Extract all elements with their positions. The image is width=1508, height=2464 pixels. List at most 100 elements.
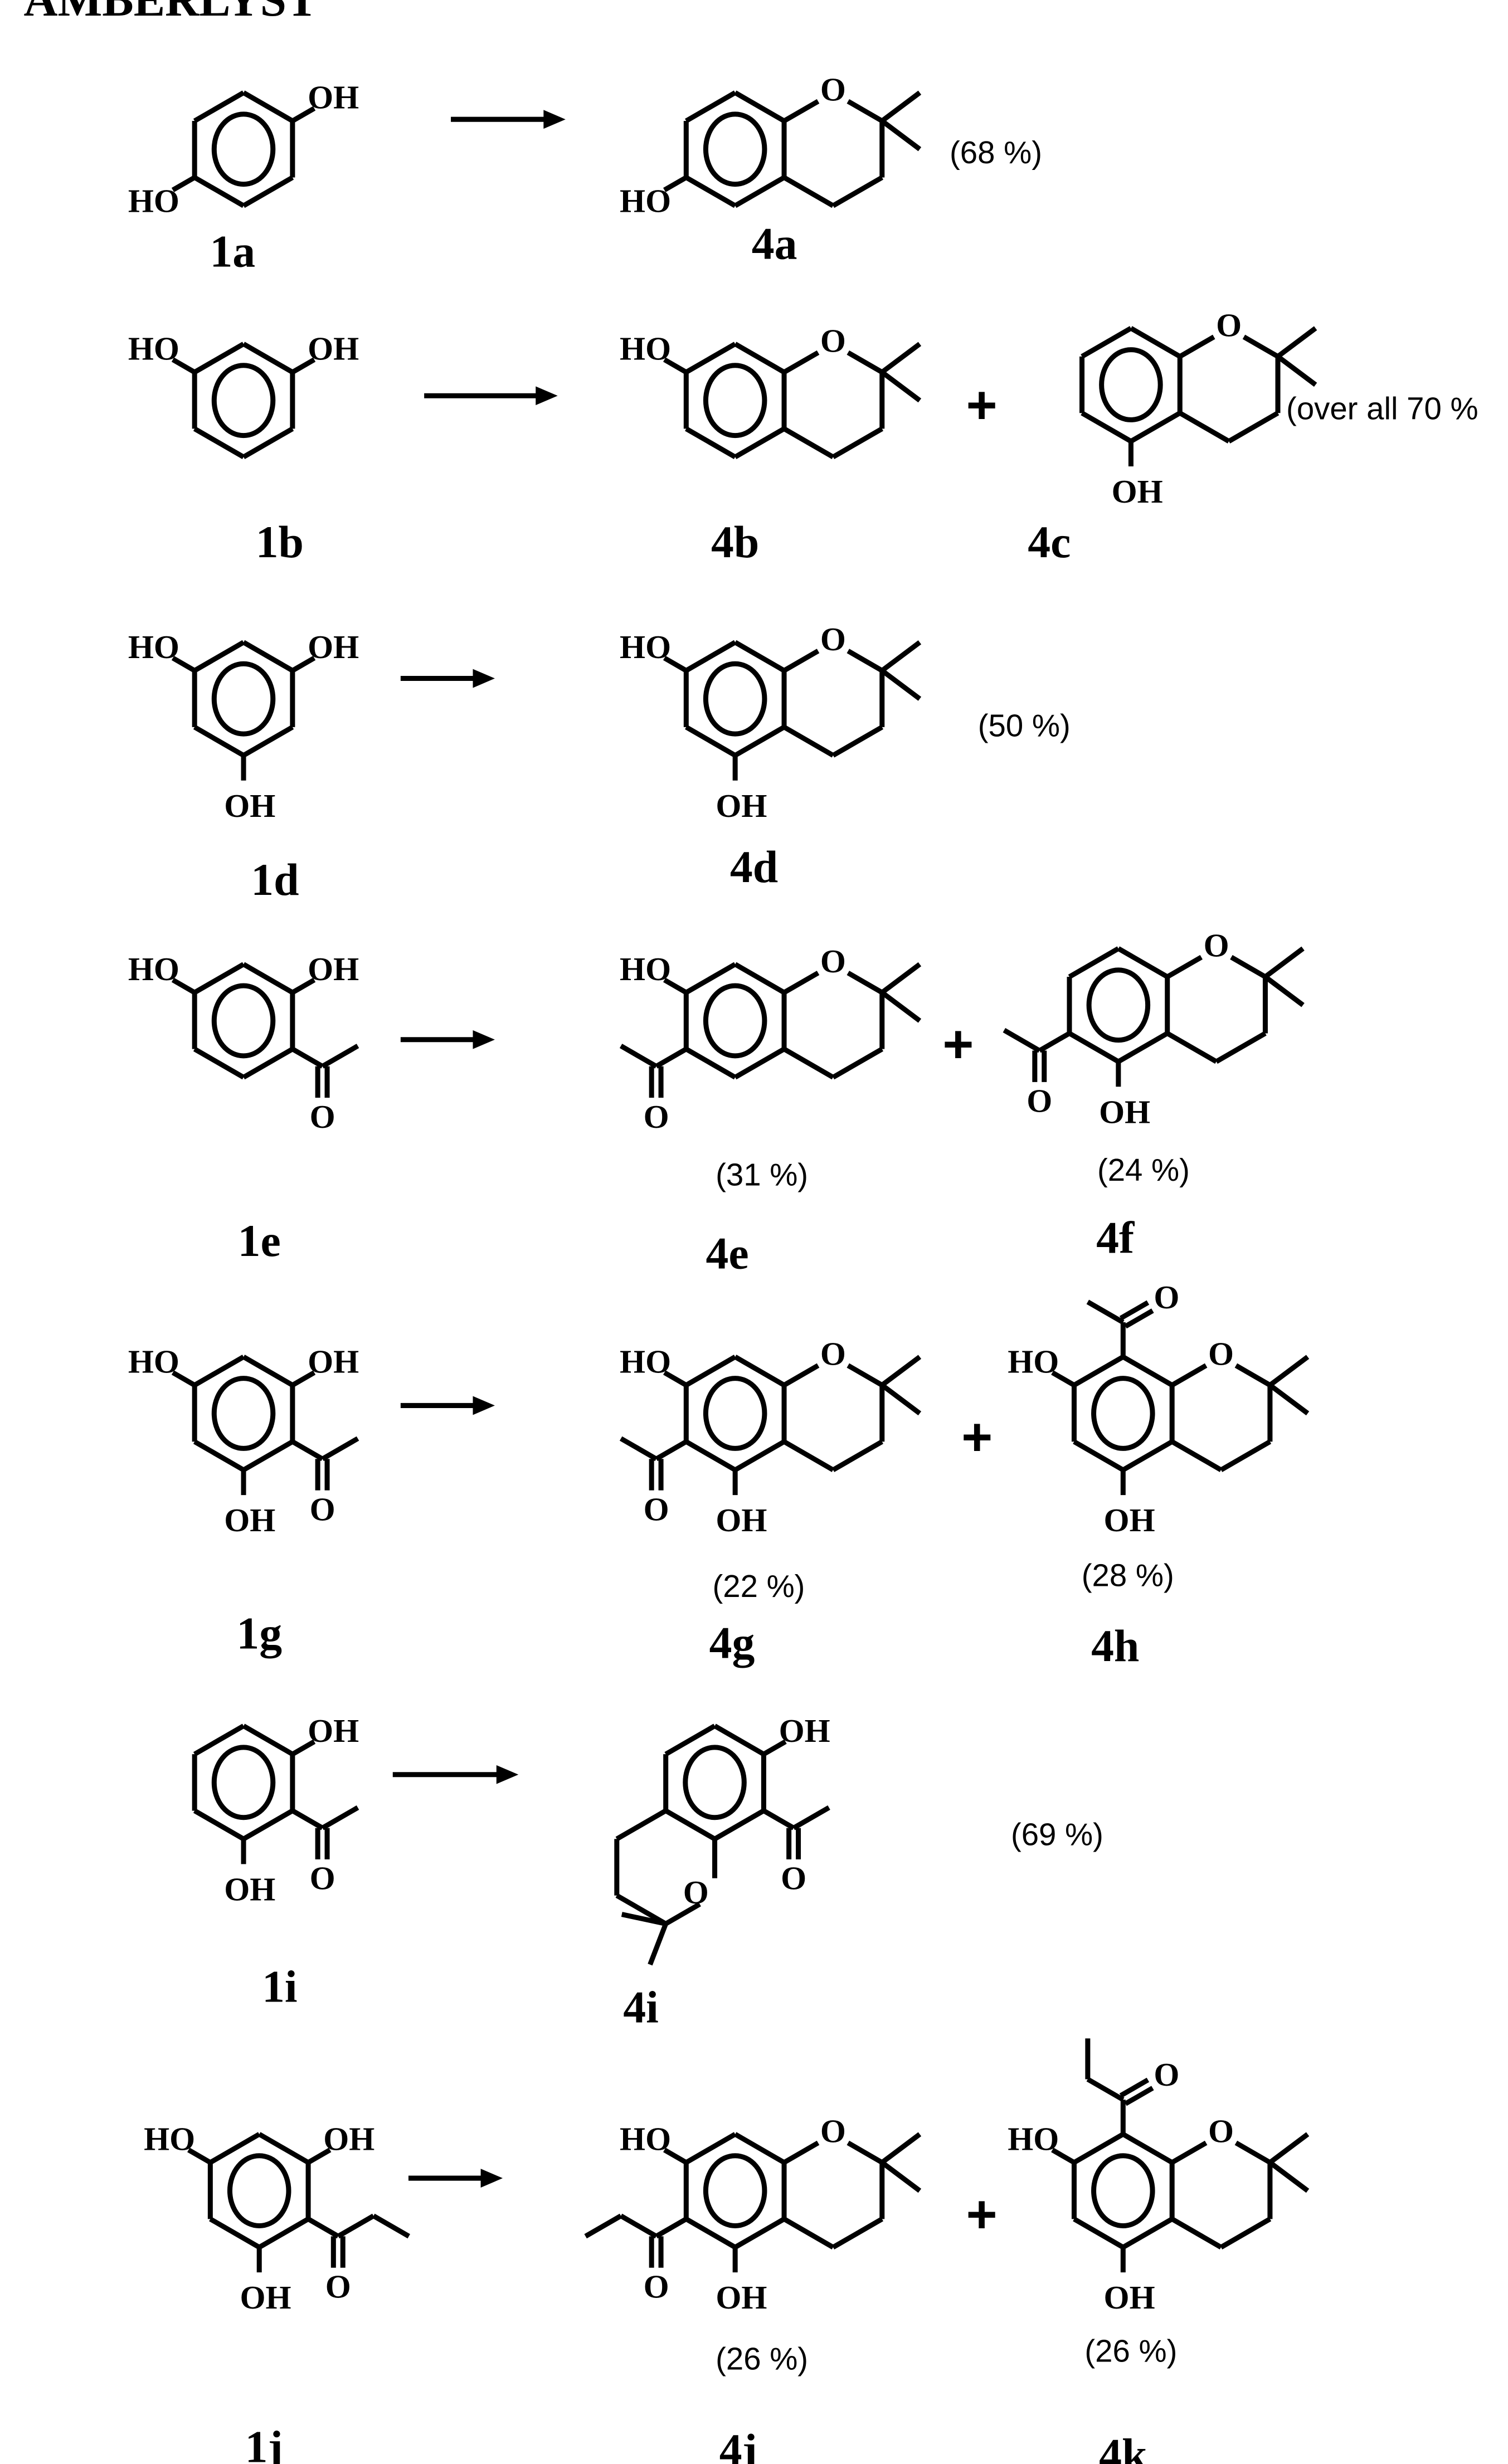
aromatic-circle [703, 111, 767, 187]
atom-label-hydroxyl: HO [620, 1343, 671, 1380]
atom-label-carbonyl-oxygen: O [310, 1860, 335, 1897]
substituent-bond [1051, 2148, 1076, 2165]
arrow-head-icon [473, 1396, 495, 1415]
atom-label-hydroxyl: OH [323, 2121, 374, 2158]
substituent-bond [171, 357, 196, 374]
atom-label-hydroxyl: HO [620, 2121, 671, 2158]
methyl-bond [881, 370, 922, 403]
acyl-bond [1038, 1031, 1071, 1053]
methyl-bond [337, 2213, 375, 2239]
atom-label-hydroxyl: OH [1099, 1093, 1150, 1130]
atom-label-carbonyl-oxygen: O [1154, 1279, 1179, 1316]
ring-bond [733, 724, 786, 758]
ring-bond [733, 2217, 786, 2249]
substituent-bond [291, 977, 316, 995]
aromatic-circle [211, 983, 276, 1059]
acyl-bond [307, 2217, 340, 2239]
substituent-bond [291, 106, 316, 123]
ring-bond [782, 2217, 835, 2249]
atom-label-carbonyl-oxygen: O [644, 1491, 669, 1527]
atom-label-hydroxyl: HO [620, 629, 671, 665]
ring-bond [1219, 2217, 1272, 2249]
aromatic-circle [211, 661, 276, 737]
ring-bond [733, 175, 786, 208]
methyl-bond [321, 1436, 359, 1462]
ring-bond [209, 2132, 261, 2165]
methyl-bond [881, 1355, 922, 1387]
atom-label-hydroxyl: OH [224, 1871, 275, 1907]
aromatic-circle [1099, 347, 1163, 422]
atom-label-hydroxyl: OH [308, 951, 359, 987]
substituent-bond [663, 655, 688, 673]
methyl-bond [881, 2132, 922, 2165]
ring-bond [733, 1046, 786, 1080]
ring-bond [1230, 955, 1267, 979]
ring-bond [1122, 1439, 1174, 1472]
atom-label-carbonyl-oxygen: O [310, 1491, 335, 1527]
ring-bond [209, 2217, 261, 2249]
ring-bond [242, 1046, 294, 1080]
compound-label-4g: 4g [709, 1618, 755, 1668]
ring-bond [831, 724, 884, 758]
compound-label-4h: 4h [1091, 1620, 1139, 1671]
catalyst-label-fragment: AMBERLYST [23, 0, 318, 26]
arrow-head-icon [473, 669, 495, 688]
methyl-bond [1086, 2077, 1125, 2102]
atom-label-hydroxyl: HO [128, 951, 179, 987]
ring-bond [242, 1439, 294, 1472]
ring-bond [242, 1723, 294, 1757]
arrow-head-icon [473, 1030, 495, 1049]
ring-bond [193, 1046, 245, 1080]
ring-bond [1130, 326, 1181, 359]
compound-label-4a: 4a [752, 218, 797, 269]
ring-bond [242, 342, 294, 374]
acyl-bond [291, 1046, 324, 1069]
atom-label-ring-oxygen: O [820, 2113, 846, 2150]
substituent-bond [171, 175, 196, 192]
methyl-bond [619, 1436, 658, 1462]
atom-label-hydroxyl: HO [144, 2121, 195, 2158]
acyl-bond [655, 1439, 688, 1462]
atom-label-hydroxyl: HO [1008, 1343, 1059, 1380]
atom-label-hydroxyl: OH [308, 1712, 359, 1749]
methyl-bond [881, 962, 922, 995]
ring-bond [1242, 334, 1280, 359]
ring-bond [1068, 946, 1120, 979]
ring-bond [782, 2140, 820, 2165]
ring-bond [1130, 411, 1181, 444]
ring-bond [193, 175, 245, 208]
acyl-bond [291, 1808, 324, 1830]
atom-label-hydroxyl: OH [308, 629, 359, 665]
substituent-bond [663, 2148, 688, 2165]
acyl-bond [291, 1439, 324, 1462]
ring-bond [664, 1902, 701, 1926]
ring-bond [242, 426, 294, 460]
ring-bond [1179, 334, 1215, 359]
ring-bond [685, 175, 737, 208]
ring-bond [1081, 326, 1132, 359]
methyl-bond [1268, 1355, 1310, 1387]
methyl-bond [619, 1044, 658, 1069]
ring-bond [615, 1893, 667, 1926]
ring-bond [193, 1808, 245, 1842]
atom-label-ring-oxygen: O [820, 71, 846, 108]
methyl-bond [321, 1044, 359, 1069]
ring-bond [193, 342, 245, 374]
ring-bond [847, 350, 884, 374]
ring-bond [1219, 1439, 1272, 1472]
ring-bond [782, 426, 835, 460]
plus-sign: + [961, 1407, 993, 1467]
substituent-bond [307, 2148, 332, 2165]
ethyl-bond [372, 2213, 410, 2239]
compound-label-4d: 4d [730, 841, 778, 892]
aromatic-circle [703, 661, 767, 737]
arrow-head-icon [536, 386, 558, 406]
ring-bond [713, 1723, 765, 1757]
atom-label-ring-oxygen: O [683, 1874, 709, 1911]
atom-label-ring-oxygen: O [820, 1335, 846, 1372]
ring-bond [242, 1355, 294, 1387]
atom-label-hydroxyl: OH [716, 2279, 767, 2316]
ring-bond [733, 640, 786, 673]
